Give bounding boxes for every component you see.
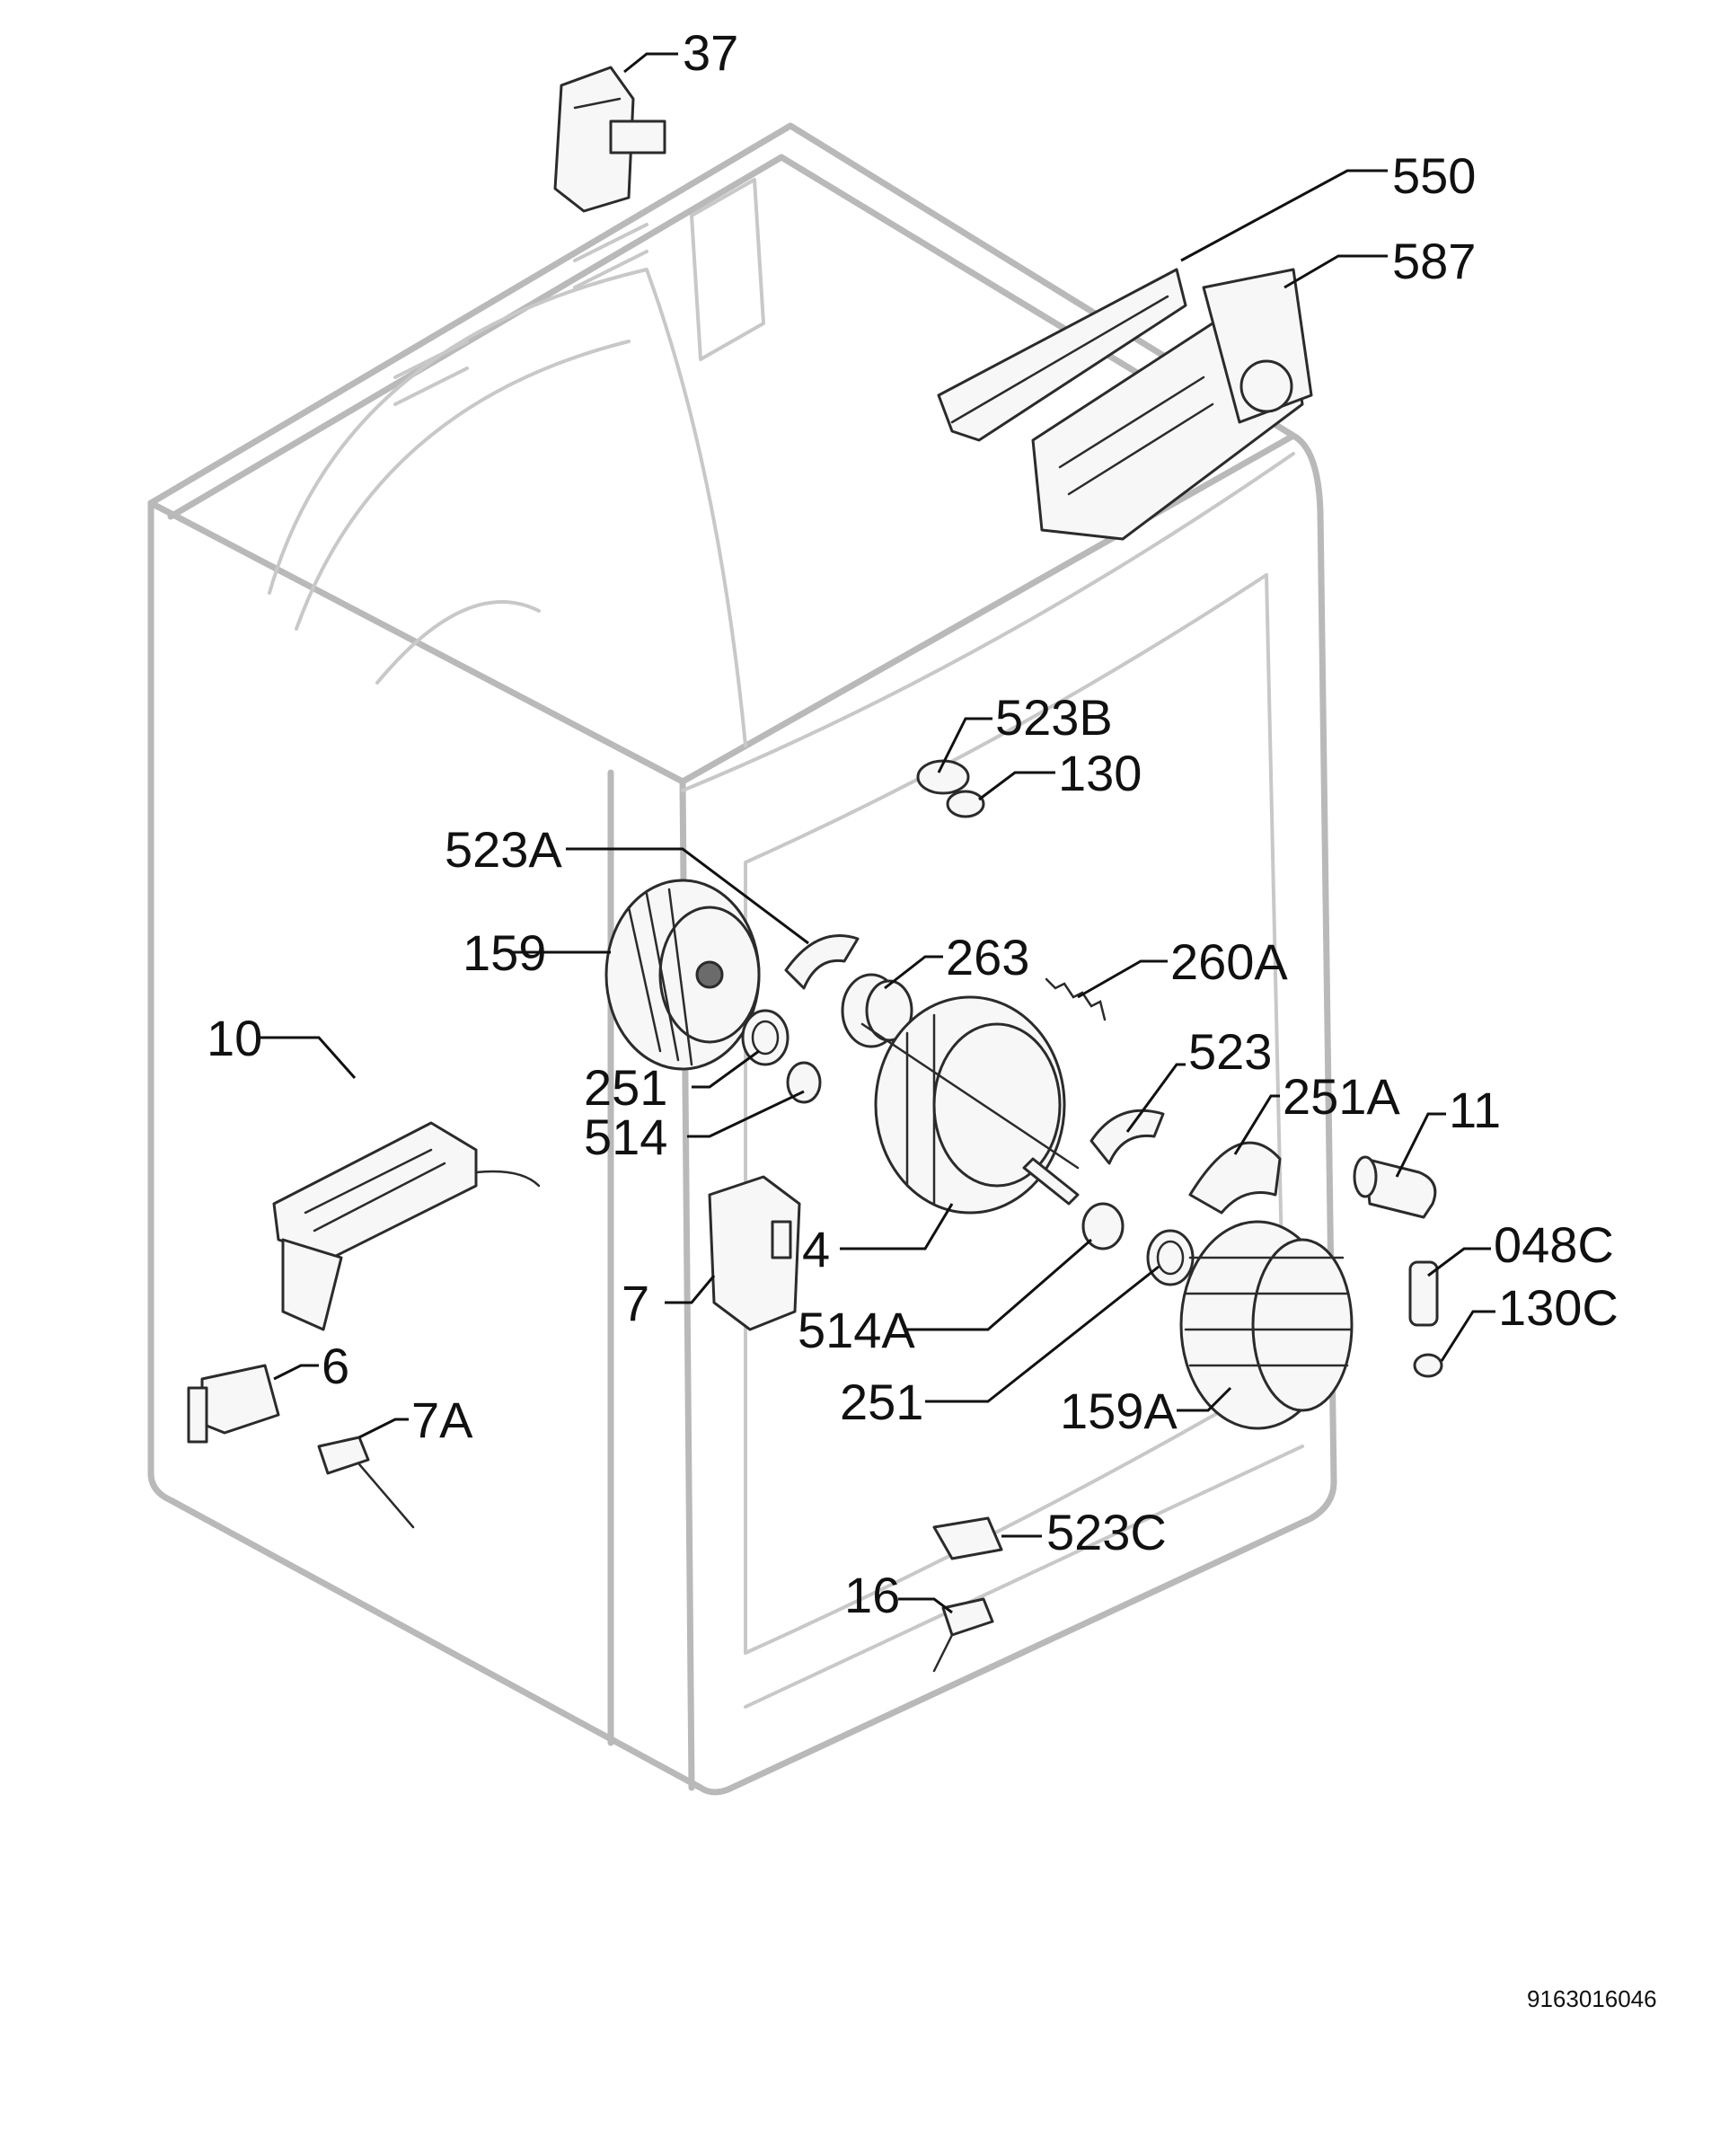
part-263-pulley — [841, 973, 913, 1048]
callout-263: 263 — [946, 929, 1029, 985]
part-6-solenoid — [187, 1364, 280, 1444]
callout-523C: 523C — [1046, 1504, 1167, 1560]
document-code: 9163016046 — [1527, 1985, 1657, 2012]
part-550-cover — [937, 268, 1187, 442]
callout-048C: 048C — [1494, 1216, 1614, 1273]
callout-7: 7 — [622, 1275, 649, 1331]
callout-523: 523 — [1188, 1023, 1272, 1080]
callout-523A: 523A — [445, 821, 562, 878]
part-11-capacitor — [1353, 1155, 1437, 1219]
part-4-motor — [860, 995, 1080, 1215]
part-159-fan-wheel — [604, 879, 761, 1071]
callout-514: 514 — [584, 1109, 667, 1165]
part-130-ring — [946, 790, 985, 818]
callout-37: 37 — [683, 24, 738, 81]
callout-159: 159 — [463, 924, 546, 981]
callout-251-left: 251 — [584, 1059, 667, 1116]
part-251-bearing-right — [1146, 1229, 1195, 1286]
part-260A-spring — [1045, 977, 1107, 1021]
callout-10: 10 — [207, 1010, 262, 1066]
part-523-bracket — [1089, 1109, 1165, 1165]
callout-260A: 260A — [1170, 933, 1288, 990]
callout-labels: 37 550 587 523B 130 523A 159 263 260A 10… — [207, 24, 1657, 2012]
callout-16: 16 — [844, 1567, 900, 1623]
callout-550: 550 — [1392, 147, 1476, 204]
part-7-door-lock — [708, 1175, 801, 1331]
part-16-switch — [932, 1597, 994, 1673]
cabinet-outline — [147, 122, 1337, 1796]
part-10-heater — [272, 1121, 541, 1331]
part-514A-seal — [1081, 1202, 1125, 1250]
callout-514A: 514A — [798, 1302, 915, 1358]
callout-130C: 130C — [1498, 1279, 1619, 1336]
part-048C-sensor — [1408, 1260, 1439, 1327]
part-159A-blower — [1179, 1220, 1354, 1430]
callout-130: 130 — [1058, 745, 1142, 801]
callout-11: 11 — [1449, 1082, 1501, 1138]
callout-7A: 7A — [411, 1392, 473, 1448]
callout-4: 4 — [802, 1221, 830, 1277]
callout-587: 587 — [1392, 233, 1476, 289]
part-7A-micro-switch — [317, 1436, 415, 1529]
part-37-lid-switch — [553, 66, 666, 213]
part-514-seal-left — [786, 1061, 822, 1104]
part-251-bearing-left — [741, 1009, 790, 1066]
part-251A-cover — [1188, 1141, 1282, 1215]
part-523A-bracket — [784, 934, 860, 990]
callout-251-right: 251 — [840, 1374, 923, 1430]
callout-159A: 159A — [1060, 1383, 1178, 1439]
part-523C-bracket — [932, 1516, 1003, 1560]
part-130C-nut — [1413, 1353, 1443, 1378]
callout-251A: 251A — [1283, 1068, 1400, 1125]
part-587-control-module — [1031, 268, 1313, 541]
callout-523B: 523B — [995, 689, 1113, 746]
callout-6: 6 — [322, 1338, 349, 1394]
leader-lines — [260, 52, 1495, 1614]
